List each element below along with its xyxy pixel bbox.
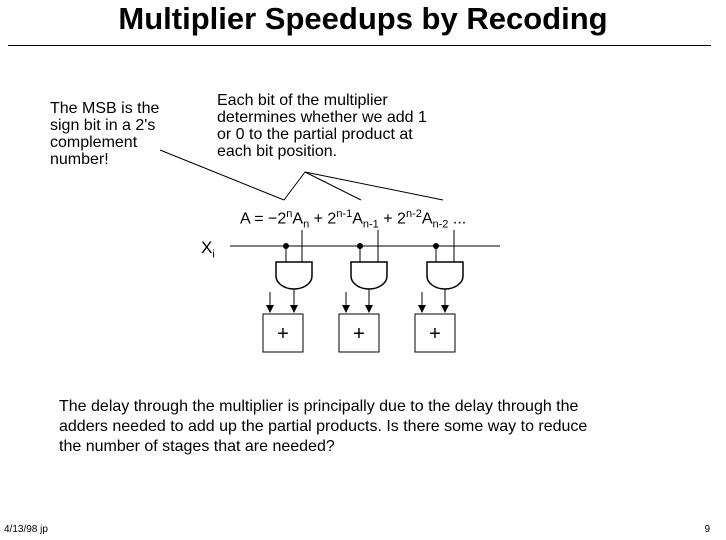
input-label: Xi bbox=[201, 238, 215, 260]
bit-note-line: Each bit of the multiplier bbox=[217, 92, 388, 109]
recoding-equation: A = −2nAn + 2n-1An-1 + 2n-2An-2 ... bbox=[240, 204, 466, 235]
eq-variable: A bbox=[292, 210, 304, 228]
footer-date-author: 4/13/98 jp bbox=[4, 524, 48, 535]
and-gate bbox=[275, 261, 313, 290]
bit-note: Each bit of the multiplier determines wh… bbox=[217, 92, 427, 160]
bit-pointer-line bbox=[304, 171, 444, 201]
bit-pointer-line bbox=[304, 171, 362, 201]
adder-box bbox=[262, 313, 304, 353]
msb-note-line: number! bbox=[50, 151, 109, 168]
slide-title: Multiplier Speedups by Recoding bbox=[118, 1, 608, 36]
bit-note-line: each bit position. bbox=[217, 143, 338, 160]
eq-subscript: n-2 bbox=[432, 218, 449, 231]
adder-plus-label: + bbox=[353, 323, 365, 345]
adder-box bbox=[414, 313, 456, 353]
eq-prefix: A = −2 bbox=[240, 210, 287, 228]
bit-note-line: or 0 to the partial product at bbox=[217, 126, 413, 143]
input-label-subscript: i bbox=[212, 248, 215, 261]
eq-variable: A bbox=[421, 210, 433, 228]
adder-plus-label: + bbox=[277, 323, 289, 345]
paragraph-line: the number of stages that are needed? bbox=[59, 438, 335, 455]
eq-exponent: n-2 bbox=[405, 208, 422, 220]
eq-exponent: n bbox=[286, 208, 293, 220]
and-gate bbox=[350, 261, 388, 290]
eq-plus: + 2 bbox=[309, 210, 337, 228]
eq-variable: A bbox=[352, 210, 363, 228]
msb-note-line: complement bbox=[50, 134, 138, 151]
msb-note: The MSB is the sign bit in a 2's complem… bbox=[50, 100, 159, 168]
eq-subscript: n-1 bbox=[362, 218, 379, 231]
eq-subscript: n bbox=[303, 218, 310, 231]
msb-note-line: The MSB is the bbox=[50, 100, 160, 117]
page-number: 9 bbox=[704, 524, 710, 535]
title-divider bbox=[8, 45, 711, 46]
delay-paragraph: The delay through the multiplier is prin… bbox=[59, 397, 587, 457]
bit-note-line: determines whether we add 1 bbox=[217, 109, 427, 126]
adder-box bbox=[338, 313, 380, 353]
and-gate bbox=[426, 261, 464, 290]
junction-dot bbox=[283, 243, 289, 249]
input-label-base: X bbox=[201, 238, 213, 257]
eq-plus: + 2 bbox=[378, 210, 406, 228]
eq-ellipsis: ... bbox=[448, 210, 467, 228]
paragraph-line: adders needed to add up the partial prod… bbox=[59, 418, 588, 435]
msb-note-line: sign bit in a 2's bbox=[50, 117, 156, 134]
eq-exponent: n-1 bbox=[336, 208, 353, 220]
paragraph-line: The delay through the multiplier is prin… bbox=[59, 398, 579, 415]
msb-pointer-line bbox=[159, 149, 285, 201]
junction-dot bbox=[357, 243, 363, 249]
bit-pointer-line bbox=[283, 171, 306, 201]
adder-plus-label: + bbox=[429, 323, 441, 345]
junction-dot bbox=[433, 243, 439, 249]
